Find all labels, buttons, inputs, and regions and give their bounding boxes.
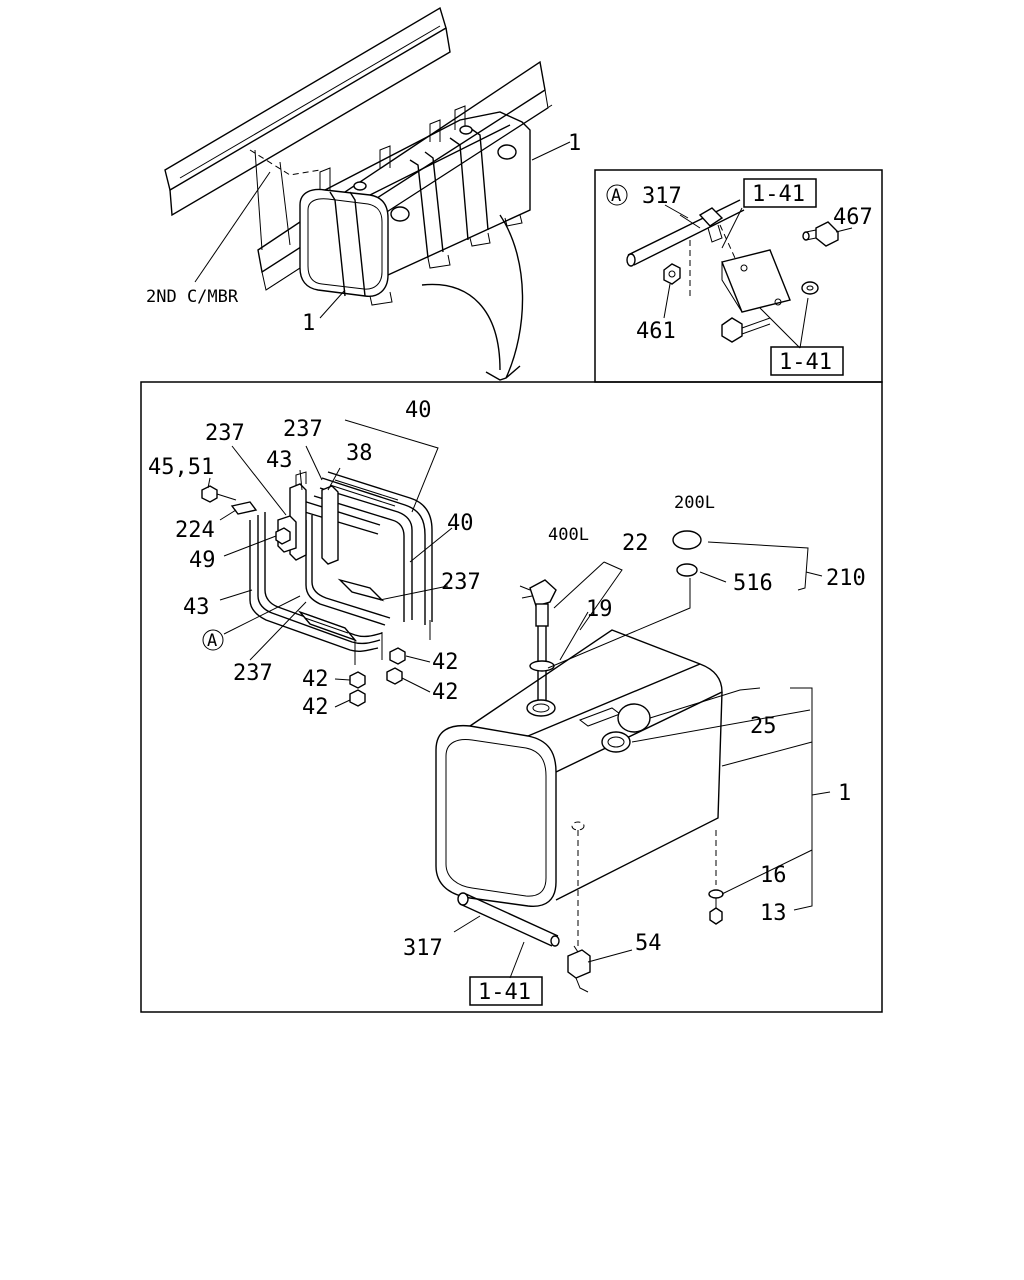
detail-a-callout-467: 467 [833, 205, 873, 230]
callout-237-a: 237 [205, 421, 245, 446]
callout-54: 54 [635, 931, 662, 956]
callout-22: 22 [622, 531, 649, 556]
callout-40-right: 40 [447, 511, 474, 536]
callout-19: 19 [586, 597, 613, 622]
callout-317: 317 [403, 936, 443, 961]
main-ref-box [469, 976, 543, 1006]
callout-45-51: 45,51 [148, 455, 214, 480]
overview-callout-1-right: 1 [568, 131, 581, 156]
callout-43-left: 43 [183, 595, 210, 620]
crossmember-label: 2ND C/MBR [146, 287, 239, 307]
callout-25: 25 [750, 714, 777, 739]
main-exploded-panel: 237 237 40 38 45,51 43 224 49 40 237 43 … [140, 381, 883, 1013]
main-frame [140, 381, 883, 1013]
callout-210: 210 [826, 566, 866, 591]
callout-49: 49 [189, 548, 216, 573]
detail-a-marker-label: A [611, 186, 621, 206]
callout-16: 16 [760, 863, 787, 888]
callout-40-top: 40 [405, 398, 432, 423]
overview-illustration: 2ND C/MBR 1 1 [146, 6, 581, 381]
callout-516: 516 [733, 571, 773, 596]
cap-size-label: 200L [674, 493, 715, 513]
detail-a-marker [606, 184, 628, 206]
marker-a-label: A [207, 631, 217, 651]
tank-bracket-assembly [201, 471, 433, 707]
callout-237-b: 237 [283, 417, 323, 442]
callout-42-d: 42 [302, 695, 329, 720]
detail-a-callout-461: 461 [636, 319, 676, 344]
gauge-size-label: 400L [548, 525, 589, 545]
callout-38: 38 [346, 441, 373, 466]
callout-237-d: 237 [233, 661, 273, 686]
callout-42-b: 42 [302, 667, 329, 692]
detail-a-panel: A 317 467 [594, 169, 883, 383]
detail-a-callout-317: 317 [642, 184, 682, 209]
detail-a-ref-bottom: 1-41 [779, 350, 832, 375]
fuel-tank [435, 530, 724, 993]
callout-1: 1 [838, 781, 851, 806]
callout-224: 224 [175, 518, 215, 543]
detail-a-ref-box-bottom [770, 346, 844, 376]
callout-43-top: 43 [266, 448, 293, 473]
callout-42-c: 42 [432, 680, 459, 705]
callout-13: 13 [760, 901, 787, 926]
overview-callout-1-left: 1 [302, 311, 315, 336]
callout-237-c: 237 [441, 570, 481, 595]
main-ref: 1-41 [478, 980, 531, 1005]
detail-a-ref-box-top [743, 178, 817, 208]
callout-42-a: 42 [432, 650, 459, 675]
detail-a-ref-top: 1-41 [752, 182, 805, 207]
